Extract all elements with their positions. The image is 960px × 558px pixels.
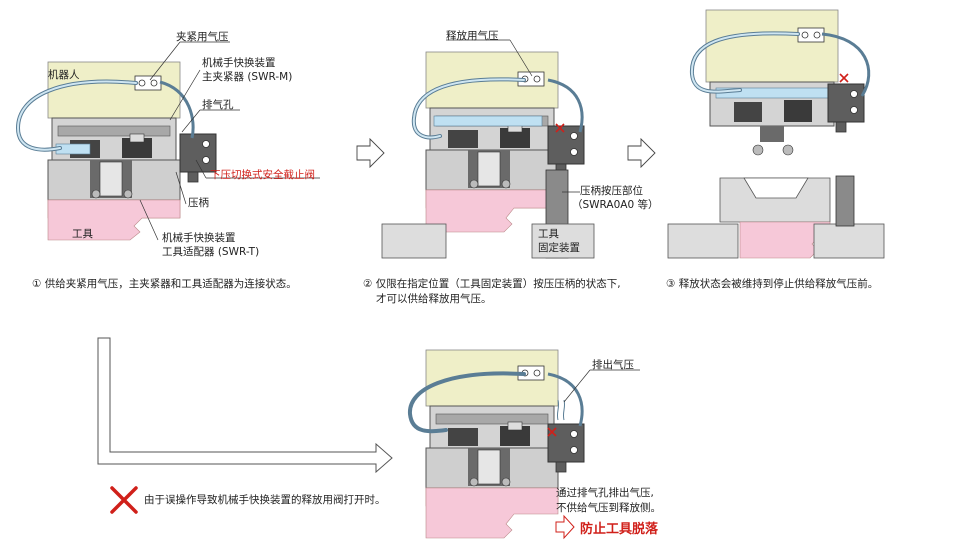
label-exhaust-air: 排出气压 [592,359,634,371]
error-x-icon [110,486,138,514]
label-exhaust: 排气孔 [202,99,234,111]
label-press-pos-line2: （SWRA0A0 等） [572,199,659,211]
label-release-air: 释放用气压 [446,30,499,42]
label-master-line1: 机械手快换装置 [202,57,276,69]
panel4-stop-x [547,427,557,437]
panel3-stop-x [839,73,849,83]
label-adapter-line2: 工具适配器 (SWR-T) [162,246,260,258]
note-line2: 不供给气压到释放侧。 [556,502,661,514]
label-master-line2: 主夹紧器 (SWR-M) [202,71,293,83]
note-line1: 通过排气孔排出气压, [556,487,654,499]
label-handle: 压柄 [188,197,209,209]
panel3-mechanism [705,9,865,156]
result-text: 防止工具脱落 [580,522,659,537]
label-adapter-line1: 机械手快换装置 [162,232,236,244]
panel4-leaders [563,369,640,403]
arrow-2-to-3 [627,137,656,169]
panel1-mechanism [47,61,217,241]
panel2-ground-left [381,223,447,259]
panel4-hose [407,371,526,434]
caption-step1: ① 供给夹紧用气压，主夹紧器和工具适配器为连接状态。 [32,278,297,290]
caption-step2-line1: ② 仅限在指定位置（工具固定装置）按压压柄的状态下, [363,278,621,290]
result-arrow-icon [555,514,575,540]
caption-step2-line2: 才可以供给释放用气压。 [376,293,492,305]
error-caption: 由于误操作导致机械手快换装置的释放用阀打开时。 [144,494,386,506]
panel2-fixture-block [531,223,595,259]
panel2-stop-x [555,123,565,133]
label-clamp-air: 夹紧用气压 [176,31,229,43]
panel4-exhaust-icon [556,399,566,421]
label-robot: 机器人 [48,69,80,81]
panel1-leaders [139,41,320,241]
arrow-1-to-2 [356,137,385,169]
panel2-leaders [446,39,580,193]
caption-step3: ③ 释放状态会被维持到停止供给释放气压前。 [666,278,879,290]
panel4-mechanism [425,349,585,539]
label-fixture-line1: 工具 [538,228,559,240]
label-fixture-line2: 固定装置 [538,242,580,254]
label-valve: 下压切换式安全截止阀 [210,169,315,181]
label-tool: 工具 [72,228,93,240]
label-press-pos-line1: 压柄按压部位 [580,185,643,197]
arrow-to-panel4 [97,337,393,474]
